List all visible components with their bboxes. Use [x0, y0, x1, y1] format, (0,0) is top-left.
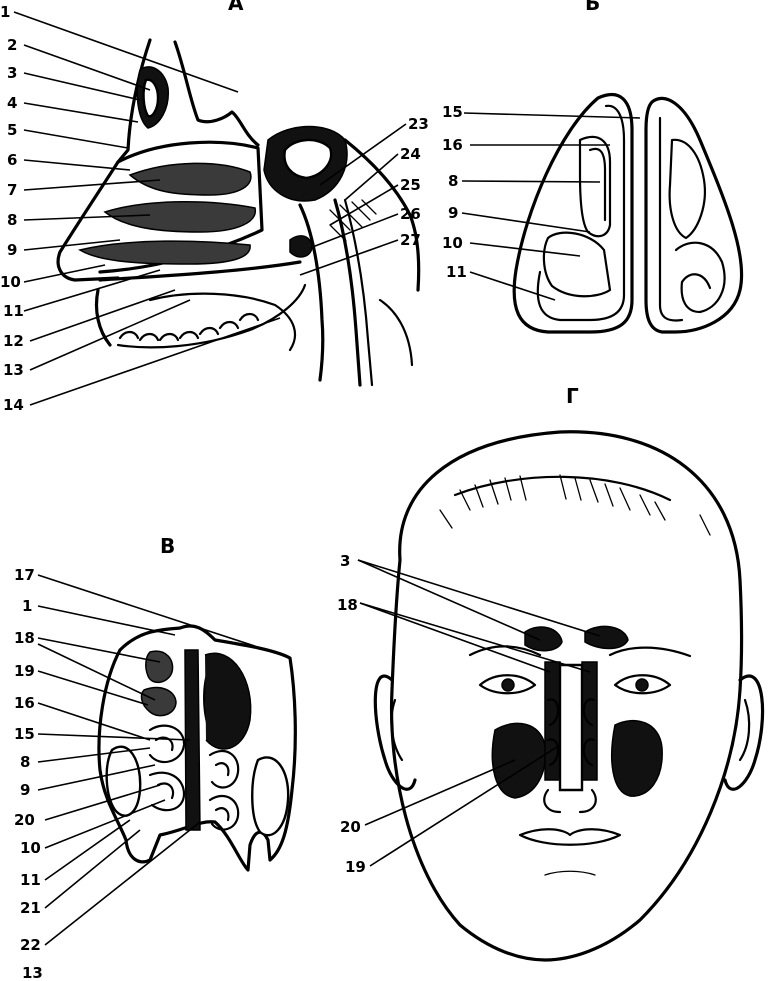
panel-b-leader-lines	[462, 113, 640, 300]
panel-a-sagittal-section: А	[0, 0, 429, 414]
label-a-13: 13	[3, 361, 24, 379]
label-g-18: 18	[337, 596, 358, 614]
label-v-9: 9	[20, 781, 30, 799]
label-v-8: 8	[20, 753, 30, 771]
label-a-11: 11	[3, 302, 24, 320]
label-g-19: 19	[345, 858, 366, 876]
label-v-17: 17	[14, 566, 35, 584]
label-b-9: 9	[448, 204, 458, 222]
label-a-7: 7	[7, 181, 17, 199]
label-a-27: 27	[400, 231, 421, 249]
label-a-3: 3	[7, 64, 17, 82]
label-v-16: 16	[14, 694, 35, 712]
label-a-24: 24	[400, 145, 421, 163]
label-a-23: 23	[408, 115, 429, 133]
label-a-10: 10	[0, 273, 21, 291]
panel-b-nasal-cavity-section: Б 15 16 8 9 10 11	[442, 0, 742, 332]
label-a-25: 25	[400, 176, 421, 194]
label-b-8: 8	[448, 172, 458, 190]
label-a-8: 8	[7, 211, 17, 229]
label-a-2: 2	[7, 36, 17, 54]
panel-v-letter: В	[160, 534, 175, 558]
label-a-4: 4	[7, 94, 17, 112]
label-v-20: 20	[14, 811, 35, 829]
panel-g-letter: Г	[566, 384, 579, 408]
label-b-11: 11	[446, 263, 467, 281]
panel-g-number-labels: 3 18 20 19	[337, 552, 366, 876]
label-v-22: 22	[20, 936, 41, 954]
label-v-15: 15	[14, 725, 35, 743]
label-a-9: 9	[7, 241, 17, 259]
label-v-18: 18	[14, 629, 35, 647]
label-b-10: 10	[442, 234, 463, 252]
label-v-10: 10	[20, 839, 41, 857]
panel-b-number-labels: 15 16 8 9 10 11	[442, 103, 467, 281]
panel-b-letter: Б	[585, 0, 600, 15]
label-v-1: 1	[22, 597, 32, 615]
label-a-14: 14	[3, 396, 24, 414]
label-a-12: 12	[3, 332, 24, 350]
panel-v-number-labels: 17 1 18 19 16 15 8 9 20 10 11 21 22 13	[14, 566, 43, 981]
panel-g-face-projection: Г	[337, 384, 763, 960]
label-v-19: 19	[14, 662, 35, 680]
label-a-26: 26	[400, 205, 421, 223]
label-b-16: 16	[442, 136, 463, 154]
label-v-21: 21	[20, 899, 41, 917]
label-a-1: 1	[0, 3, 10, 21]
label-g-3: 3	[340, 552, 350, 570]
label-a-5: 5	[7, 121, 17, 139]
label-g-20: 20	[340, 818, 361, 836]
label-v-11: 11	[20, 871, 41, 889]
panel-v-frontal-section: В	[14, 534, 295, 981]
label-v-13: 13	[22, 964, 43, 981]
label-a-6: 6	[7, 151, 17, 169]
label-b-15: 15	[442, 103, 463, 121]
panel-a-letter: А	[228, 0, 244, 15]
